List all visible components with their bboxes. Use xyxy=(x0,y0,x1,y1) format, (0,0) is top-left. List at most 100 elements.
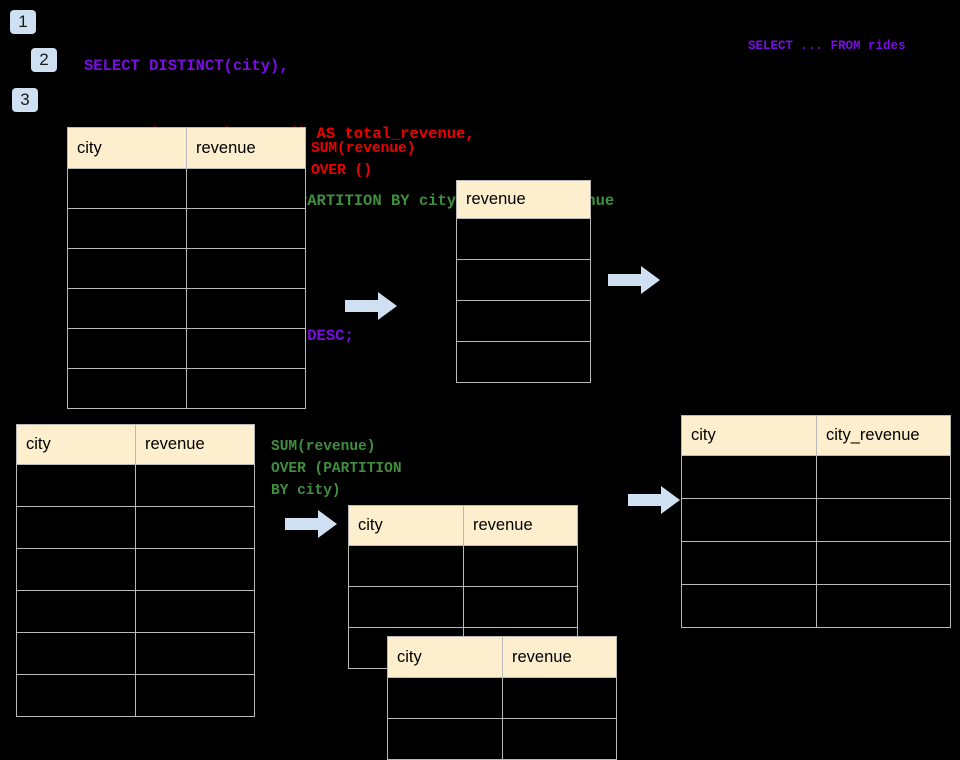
cell-city xyxy=(387,677,503,719)
cell-revenue xyxy=(135,590,255,633)
arrow-total-to-result xyxy=(608,266,660,294)
cell-city xyxy=(681,455,817,499)
table-row xyxy=(67,248,306,289)
table-row xyxy=(456,300,591,342)
cell-city xyxy=(67,328,187,369)
table-row xyxy=(456,218,591,260)
table-header-row: city revenue xyxy=(348,505,578,546)
rides-source-table-bottom: city revenue xyxy=(16,424,255,717)
cell-city-revenue xyxy=(816,455,951,499)
cell-revenue xyxy=(135,548,255,591)
cell-city xyxy=(387,718,503,760)
table-row xyxy=(67,328,306,369)
cell-revenue xyxy=(463,545,578,587)
table-row xyxy=(348,586,578,628)
cell-city xyxy=(16,590,136,633)
table-row xyxy=(456,259,591,301)
column-header-revenue: revenue xyxy=(456,180,591,219)
cell-city xyxy=(16,632,136,675)
cell-revenue xyxy=(135,464,255,507)
cell-revenue xyxy=(186,368,306,409)
cell-city-revenue xyxy=(816,498,951,542)
table-row xyxy=(16,590,255,633)
table-row xyxy=(16,464,255,507)
step-badge-2: 2 xyxy=(31,48,57,72)
table-row xyxy=(67,208,306,249)
column-header-city: city xyxy=(16,424,136,465)
cell-revenue xyxy=(463,586,578,628)
table-row xyxy=(681,584,951,628)
cell-city-revenue xyxy=(816,584,951,628)
cell-city xyxy=(67,208,187,249)
cell-city xyxy=(348,586,464,628)
cell-city xyxy=(16,464,136,507)
table-row xyxy=(681,498,951,542)
arrow-source-to-partition xyxy=(285,510,337,538)
cell-revenue xyxy=(456,259,591,301)
column-header-city: city xyxy=(348,505,464,546)
annotation-city-revenue: SUM(revenue) OVER (PARTITION BY city) xyxy=(271,439,402,499)
cell-city xyxy=(681,498,817,542)
annotation-total-revenue: SUM(revenue) OVER () xyxy=(311,141,416,179)
table-row xyxy=(387,718,617,760)
cell-revenue xyxy=(456,300,591,342)
cell-revenue xyxy=(456,341,591,383)
column-header-revenue: revenue xyxy=(463,505,578,546)
arrow-partition-to-result xyxy=(628,486,680,514)
step-badge-3: 3 xyxy=(12,88,38,112)
table-row xyxy=(456,341,591,383)
table-header-row: revenue xyxy=(456,180,591,219)
table-row xyxy=(16,674,255,717)
column-header-city: city xyxy=(67,127,187,169)
cell-revenue xyxy=(502,718,617,760)
table-row xyxy=(16,632,255,675)
partition-table-front: city revenue xyxy=(387,636,617,760)
table-header-row: city revenue xyxy=(67,127,306,169)
cell-city xyxy=(67,288,187,329)
sql-line-select: SELECT DISTINCT(city), xyxy=(84,57,289,75)
table-row xyxy=(67,368,306,409)
cell-revenue xyxy=(186,288,306,329)
table-row xyxy=(387,677,617,719)
cell-city xyxy=(67,368,187,409)
arrow-source-to-total xyxy=(345,292,397,320)
table-header-row: city city_revenue xyxy=(681,415,951,456)
table-row xyxy=(67,288,306,329)
column-header-revenue: revenue xyxy=(186,127,306,169)
cell-revenue xyxy=(186,168,306,209)
cell-city-revenue xyxy=(816,541,951,585)
cell-revenue xyxy=(186,208,306,249)
cell-revenue xyxy=(135,632,255,675)
cell-revenue xyxy=(186,248,306,289)
partition-table-back: city revenue xyxy=(348,505,578,669)
column-header-city-revenue: city_revenue xyxy=(816,415,951,456)
table-row xyxy=(681,455,951,499)
cell-revenue xyxy=(135,674,255,717)
column-header-revenue: revenue xyxy=(135,424,255,465)
table-row xyxy=(16,548,255,591)
cell-city xyxy=(16,674,136,717)
cell-revenue xyxy=(135,506,255,549)
table-row xyxy=(16,506,255,549)
cell-city xyxy=(681,584,817,628)
column-header-city: city xyxy=(681,415,817,456)
total-revenue-table: revenue xyxy=(456,180,591,383)
cell-city xyxy=(16,548,136,591)
table-row xyxy=(681,541,951,585)
cell-revenue xyxy=(456,218,591,260)
table-row xyxy=(67,168,306,209)
step-badge-1: 1 xyxy=(10,10,36,34)
cell-city xyxy=(681,541,817,585)
table-row xyxy=(348,545,578,587)
column-header-revenue: revenue xyxy=(502,636,617,678)
cell-city xyxy=(16,506,136,549)
cell-city xyxy=(67,248,187,289)
column-header-city: city xyxy=(387,636,503,678)
cell-revenue xyxy=(502,677,617,719)
result-table: city city_revenue xyxy=(681,415,951,628)
table-header-row: city revenue xyxy=(387,636,617,678)
cell-city xyxy=(67,168,187,209)
sql-side-note: SELECT ... FROM rides xyxy=(748,39,906,53)
rides-source-table-top: city revenue xyxy=(67,127,306,409)
cell-city xyxy=(348,545,464,587)
